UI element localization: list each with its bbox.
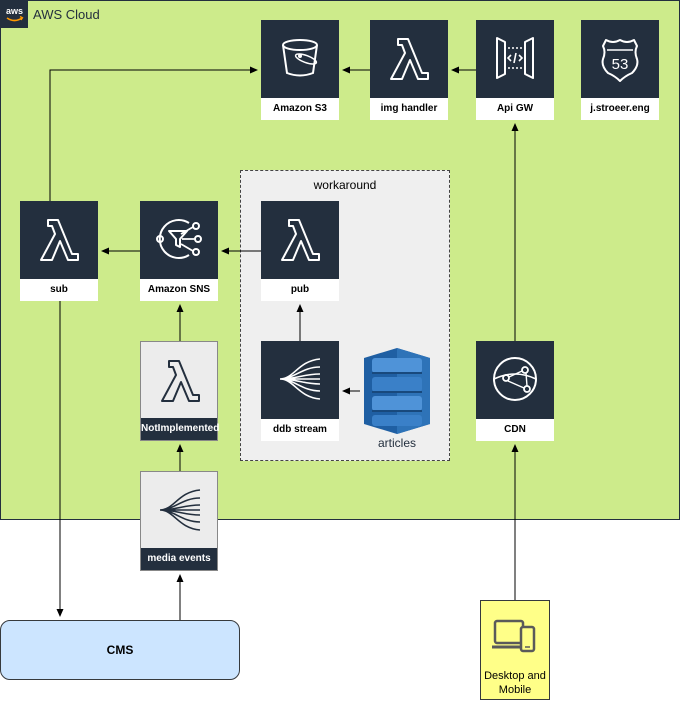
api-gw-label: Api GW bbox=[476, 98, 554, 120]
sns-label: Amazon SNS bbox=[140, 279, 218, 301]
svg-text:53: 53 bbox=[612, 56, 629, 73]
aws-cloud-title: AWS Cloud bbox=[33, 7, 100, 22]
ddb-stream-label: ddb stream bbox=[261, 419, 339, 441]
s3-label: Amazon S3 bbox=[261, 98, 339, 120]
lambda-icon bbox=[390, 38, 429, 80]
devices-icon bbox=[492, 619, 536, 653]
pub-lambda-node[interactable]: pub bbox=[261, 201, 339, 301]
aws-logo-icon: aws bbox=[1, 1, 28, 28]
sns-node[interactable]: Amazon SNS bbox=[140, 201, 218, 301]
stream-icon bbox=[279, 358, 321, 400]
articles-dynamodb-node[interactable] bbox=[360, 348, 434, 434]
cms-box[interactable]: CMS bbox=[0, 620, 240, 680]
cdn-node[interactable]: CDN bbox=[476, 341, 554, 441]
svg-text:aws: aws bbox=[6, 6, 23, 16]
stream-icon bbox=[159, 489, 201, 531]
sns-icon bbox=[156, 219, 202, 259]
api-gateway-icon bbox=[496, 37, 534, 79]
articles-label: articles bbox=[377, 436, 416, 450]
not-implemented-lambda-node[interactable]: NotImplemented bbox=[140, 341, 219, 441]
media-events-stream-node[interactable]: media events bbox=[140, 471, 218, 571]
lambda-icon bbox=[281, 219, 320, 261]
not-implemented-label: NotImplemented bbox=[141, 418, 219, 440]
dynamodb-icon bbox=[364, 348, 430, 434]
cms-label: CMS bbox=[106, 643, 134, 657]
ddb-stream-node[interactable]: ddb stream bbox=[261, 341, 339, 441]
media-events-label: media events bbox=[141, 548, 217, 570]
workaround-title: workaround bbox=[313, 178, 377, 192]
lambda-icon bbox=[40, 219, 79, 261]
cloudfront-icon bbox=[493, 357, 537, 401]
edge-sub-to-s3 bbox=[49, 66, 258, 201]
sub-label: sub bbox=[20, 279, 98, 301]
sub-lambda-node[interactable]: sub bbox=[20, 201, 98, 301]
api-gw-node[interactable]: Api GW bbox=[476, 20, 554, 120]
lambda-icon bbox=[161, 360, 200, 402]
s3-node[interactable]: Amazon S3 bbox=[261, 20, 339, 120]
cdn-label: CDN bbox=[476, 419, 554, 441]
bucket-icon bbox=[282, 39, 318, 77]
route53-shield-icon: 53 bbox=[601, 39, 639, 82]
img-handler-label: img handler bbox=[370, 98, 448, 120]
pub-label: pub bbox=[261, 279, 339, 301]
route53-label: j.stroeer.eng bbox=[581, 98, 659, 120]
img-handler-node[interactable]: img handler bbox=[370, 20, 448, 120]
route53-node[interactable]: 53 j.stroeer.eng bbox=[581, 20, 659, 120]
